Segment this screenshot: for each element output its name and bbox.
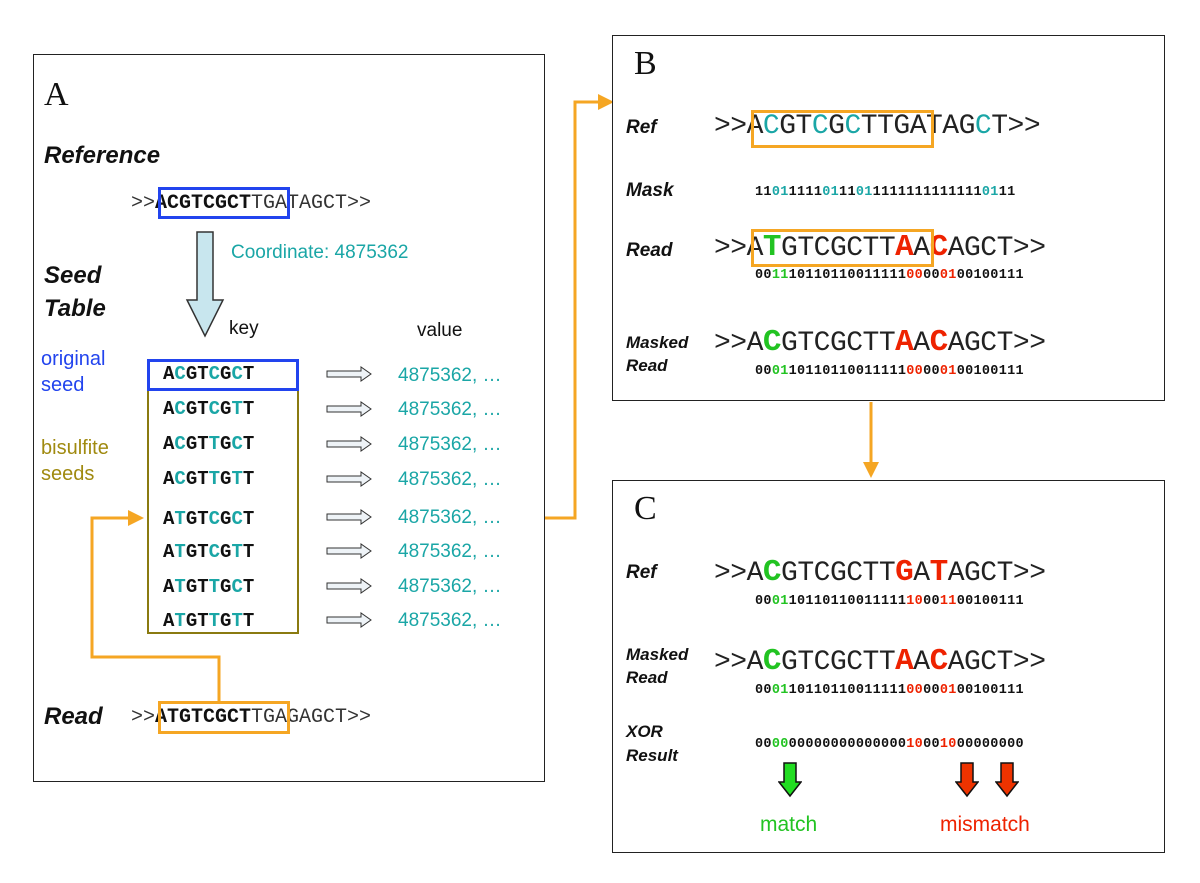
b-masked-read-bits: 00011011011001111100000100100111 xyxy=(755,364,1024,379)
b-read-seed-box xyxy=(751,229,934,267)
b-read-label: Read xyxy=(626,240,673,261)
mismatch-arrow-icon xyxy=(955,762,979,798)
b-mask-label: Mask xyxy=(626,180,674,201)
b-ref-seed-box xyxy=(751,110,934,148)
match-arrow-icon xyxy=(778,762,802,798)
panel-b-label: B xyxy=(634,45,657,82)
b-ref-label: Ref xyxy=(626,117,657,138)
original-seed-box xyxy=(147,359,299,391)
seed-row: ACGTTGCT xyxy=(163,433,255,455)
b-mask-bits: 1101111101110111111111111110111 xyxy=(755,185,1016,200)
bisulfite-seeds-label-2: seeds xyxy=(41,463,95,485)
b-masked-read-label-1: Masked xyxy=(626,333,689,352)
seed-value: 4875362, … xyxy=(398,507,502,528)
value-header: value xyxy=(417,320,463,341)
c-xor-label-2: Result xyxy=(626,746,678,765)
c-ref-label: Ref xyxy=(626,562,657,583)
c-masked-read-bits: 00011011011001111100000100100111 xyxy=(755,683,1024,698)
mismatch-arrow-icon xyxy=(995,762,1019,798)
read-seed-box xyxy=(158,701,290,734)
read-sequence: >>ATGTCGCTTGAGAGCT>> xyxy=(131,706,372,729)
seed-value: 4875362, … xyxy=(398,469,502,490)
seed-value: 4875362, … xyxy=(398,365,502,386)
original-seed-label-2: seed xyxy=(41,374,85,396)
panel-c-label: C xyxy=(634,490,657,527)
b-read-bits: 00111011011001111100000100100111 xyxy=(755,268,1024,283)
c-masked-read-label-2: Read xyxy=(626,668,668,687)
read-title: Read xyxy=(44,703,103,730)
seed-value: 4875362, … xyxy=(398,434,502,455)
seed-table-title-2: Table xyxy=(44,295,106,322)
seed-row: ATGTCGTT xyxy=(163,541,255,563)
c-masked-read-label-1: Masked xyxy=(626,645,689,664)
seed-table-title-1: Seed xyxy=(44,262,102,289)
panel-a xyxy=(33,54,545,782)
c-xor-label-1: XOR xyxy=(626,722,663,741)
mapping-arrows xyxy=(326,366,372,628)
original-seed-label-1: original xyxy=(41,348,106,370)
b-masked-read-sequence: >>ACGTCGCTTAACAGCT>> xyxy=(714,325,1046,360)
c-masked-read-sequence: >>ACGTCGCTTAACAGCT>> xyxy=(714,644,1046,679)
mismatch-label: mismatch xyxy=(940,813,1030,836)
seed-value: 4875362, … xyxy=(398,399,502,420)
key-header: key xyxy=(229,318,259,339)
b-ref-sequence: >>ACGTCGCTTGATAGCT>> xyxy=(714,111,1041,142)
c-ref-sequence: >>ACGTCGCTTGATAGCT>> xyxy=(714,555,1046,590)
seed-value: 4875362, … xyxy=(398,610,502,631)
c-ref-bits: 00011011011001111110001100100111 xyxy=(755,594,1024,609)
coordinate-label: Coordinate: 4875362 xyxy=(231,242,409,263)
panel-c xyxy=(612,480,1165,853)
reference-sequence: >>ACGTCGCTTGATAGCT>> xyxy=(131,192,372,215)
b-read-sequence: >>ATGTCGCTTAACAGCT>> xyxy=(714,230,1046,265)
read-connector xyxy=(90,510,221,702)
match-label: match xyxy=(760,813,818,836)
panel-a-label: A xyxy=(44,76,69,113)
b-masked-read-label-2: Read xyxy=(626,356,668,375)
bisulfite-seeds-label-1: bisulfite xyxy=(41,437,109,459)
seed-row: ATGTTGCT xyxy=(163,576,255,598)
seed-value: 4875362, … xyxy=(398,541,502,562)
reference-title: Reference xyxy=(44,142,161,169)
seed-row: ACGTCGCT xyxy=(163,363,255,385)
seed-row: ATGTTGTT xyxy=(163,610,255,632)
seed-row: ACGTCGTT xyxy=(163,398,255,420)
seed-row: ATGTCGCT xyxy=(163,508,255,530)
reference-seed-box xyxy=(158,187,290,219)
seed-row: ACGTTGTT xyxy=(163,468,255,490)
panel-b xyxy=(612,35,1165,401)
seed-value: 4875362, … xyxy=(398,576,502,597)
c-xor-bits: 00000000000000000010001000000000 xyxy=(755,737,1024,752)
down-arrow-icon xyxy=(185,231,225,338)
